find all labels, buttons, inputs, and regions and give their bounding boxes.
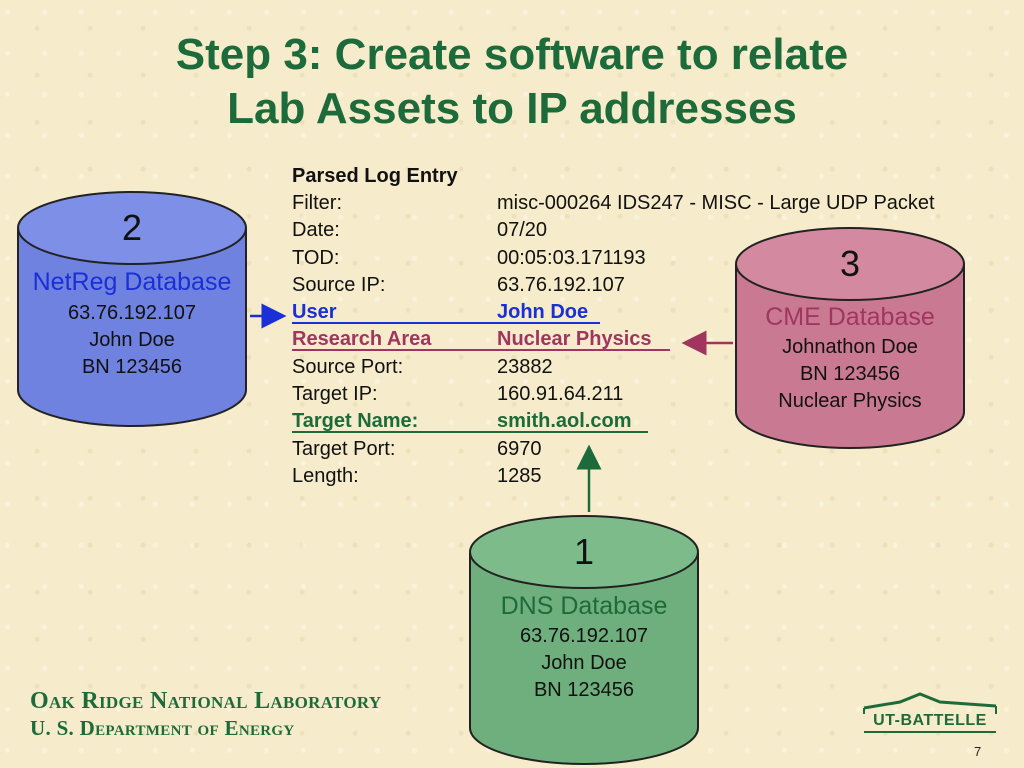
log-row-research-area: Research Area Nuclear Physics bbox=[292, 326, 670, 353]
log-row-source-ip: Source IP: 63.76.192.107 bbox=[292, 272, 625, 299]
ut-battelle-logo-icon bbox=[863, 692, 997, 733]
page-number: 7 bbox=[974, 744, 982, 759]
netreg-database: 2 NetReg Database 63.76.192.107 John Doe… bbox=[16, 190, 248, 430]
log-value: smith.aol.com bbox=[497, 410, 632, 433]
log-value: 6970 bbox=[497, 437, 542, 460]
log-value: 00:05:03.171193 bbox=[497, 246, 646, 269]
log-key: TOD: bbox=[292, 246, 340, 269]
netreg-line-1: 63.76.192.107 bbox=[68, 302, 196, 324]
footer-department: U. S. Department of Energy bbox=[30, 716, 295, 740]
dns-cylinder-icon bbox=[469, 515, 699, 765]
netreg-number: 2 bbox=[121, 207, 143, 248]
log-key: Target Port: bbox=[292, 437, 396, 460]
cme-database: 3 CME Database Johnathon Doe BN 123456 N… bbox=[734, 226, 966, 452]
log-value: 1285 bbox=[497, 464, 542, 487]
log-heading: Parsed Log Entry bbox=[292, 165, 458, 187]
log-key: Research Area bbox=[292, 328, 432, 351]
cme-line-1: Johnathon Doe bbox=[782, 336, 918, 358]
netreg-name: NetReg Database bbox=[32, 268, 232, 296]
logo-text: UT-BATTELLE bbox=[873, 712, 987, 729]
log-row-date: Date: 07/20 bbox=[292, 217, 547, 244]
log-key: Length: bbox=[292, 464, 359, 487]
log-key: Source IP: bbox=[292, 273, 386, 296]
log-key: Source Port: bbox=[292, 355, 404, 378]
slide-title: Step 3: Create software to relate Lab As… bbox=[0, 28, 1024, 136]
title-line-2: Lab Assets to IP addresses bbox=[227, 84, 797, 133]
log-row-target-ip: Target IP: 160.91.64.211 bbox=[292, 381, 623, 408]
log-row-filter: Filter: misc-000264 IDS247 - MISC - Larg… bbox=[292, 190, 935, 217]
log-key: Date: bbox=[292, 219, 340, 242]
user-underline bbox=[292, 322, 600, 325]
netreg-line-3: BN 123456 bbox=[81, 356, 183, 378]
dns-number: 1 bbox=[573, 531, 595, 572]
dns-line-2: John Doe bbox=[541, 652, 627, 674]
dns-database: 1 DNS Database 63.76.192.107 John Doe BN… bbox=[468, 514, 700, 768]
cme-line-2: BN 123456 bbox=[799, 363, 901, 385]
log-row-target-name: Target Name: smith.aol.com bbox=[292, 408, 648, 435]
cme-line-3: Nuclear Physics bbox=[778, 390, 922, 412]
log-value: 63.76.192.107 bbox=[497, 273, 625, 296]
dns-line-3: BN 123456 bbox=[533, 679, 635, 701]
log-key: Target Name: bbox=[292, 410, 419, 433]
log-row-user: User John Doe bbox=[292, 299, 600, 326]
log-value: John Doe bbox=[497, 301, 589, 324]
netreg-cylinder-icon bbox=[17, 191, 247, 427]
cme-cylinder-icon bbox=[735, 227, 965, 449]
log-value: Nuclear Physics bbox=[497, 328, 652, 351]
footer-organization: Oak Ridge National Laboratory bbox=[30, 688, 382, 714]
log-key: Target IP: bbox=[292, 383, 378, 406]
log-row-source-port: Source Port: 23882 bbox=[292, 354, 553, 381]
cme-number: 3 bbox=[839, 243, 861, 284]
log-row-tod: TOD: 00:05:03.171193 bbox=[292, 245, 646, 272]
parsed-log-entry: Parsed Log Entry Filter: misc-000264 IDS… bbox=[292, 162, 935, 490]
dns-line-1: 63.76.192.107 bbox=[520, 625, 648, 647]
dns-name: DNS Database bbox=[500, 592, 668, 620]
log-key: Filter: bbox=[292, 192, 342, 214]
log-value: 160.91.64.211 bbox=[497, 383, 624, 406]
cme-name: CME Database bbox=[765, 303, 935, 331]
log-key: User bbox=[292, 301, 337, 324]
title-line-1: Step 3: Create software to relate bbox=[175, 30, 849, 79]
netreg-line-2: John Doe bbox=[89, 329, 175, 351]
log-row-length: Length: 1285 bbox=[292, 463, 542, 490]
log-value: misc-000264 IDS247 - MISC - Large UDP Pa… bbox=[497, 192, 935, 214]
log-value: 23882 bbox=[497, 355, 553, 378]
research-area-underline bbox=[292, 349, 670, 352]
target-name-underline bbox=[292, 431, 648, 434]
log-value: 07/20 bbox=[497, 219, 548, 242]
log-row-target-port: Target Port: 6970 bbox=[292, 436, 542, 463]
